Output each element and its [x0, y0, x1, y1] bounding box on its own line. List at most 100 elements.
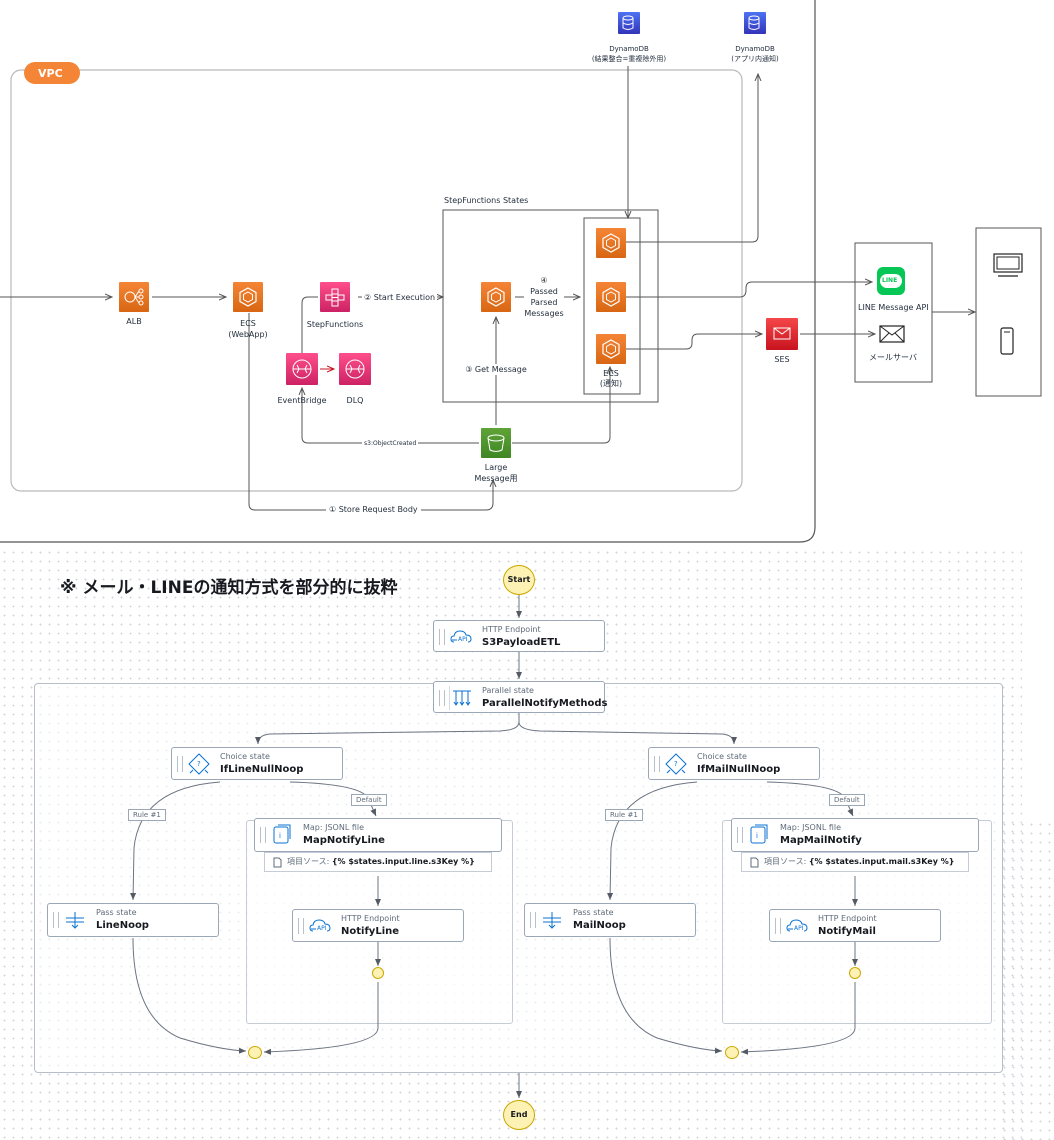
map-mail-end-node	[849, 967, 861, 979]
drag-handle[interactable]	[177, 756, 183, 772]
dlq-icon	[339, 353, 371, 385]
svg-text:API: API	[794, 925, 804, 932]
http-endpoint-icon: API	[786, 919, 808, 932]
desktop-icon	[993, 253, 1023, 277]
state-name: NotifyLine	[341, 926, 400, 937]
drag-handle[interactable]	[439, 629, 445, 645]
state-type: Pass state	[96, 908, 137, 917]
pass-state-icon	[66, 912, 84, 929]
ecs-notify-label-1: ECS	[603, 369, 619, 378]
item-source-label: 項目ソース:	[287, 857, 330, 866]
drag-handle[interactable]	[654, 756, 660, 772]
line-logo-icon: LINE	[877, 267, 905, 295]
state-name: IfMailNullNoop	[697, 764, 781, 775]
file-icon	[750, 857, 759, 868]
ecs-task-icon	[481, 282, 511, 312]
state-type: Map: JSONL file	[780, 823, 842, 832]
workflow-heading: ※ メール・LINEの通知方式を部分的に抜粋	[60, 578, 398, 598]
ecs-notify-icon-2	[596, 282, 626, 312]
choice-state-icon: ?	[665, 753, 687, 775]
drag-handle[interactable]	[530, 912, 536, 928]
pass-state-icon	[543, 912, 561, 929]
get-message-label: ③ Get Message	[464, 364, 528, 375]
state-name: LineNoop	[96, 920, 149, 931]
architecture-lines	[0, 0, 1042, 543]
alb-icon	[119, 282, 149, 312]
ecs-webapp-label-1: ECS	[240, 319, 256, 328]
state-name: IfLineNullNoop	[220, 764, 304, 775]
ses-icon	[766, 318, 798, 350]
dynamodb-dedup-icon	[618, 12, 640, 34]
map-state-icon: i	[750, 824, 768, 844]
eventbridge-label: EventBridge	[277, 396, 327, 405]
alb-label: ALB	[126, 317, 142, 326]
state-type: HTTP Endpoint	[818, 914, 877, 923]
state-notifymail[interactable]: API HTTP Endpoint NotifyMail	[769, 909, 941, 942]
state-name: MapMailNotify	[780, 835, 862, 846]
passed-msg-2: Passed	[524, 286, 564, 297]
passed-msg-3: Parsed	[524, 297, 564, 308]
svg-text:i: i	[279, 832, 281, 840]
map-line-end-node	[372, 967, 384, 979]
state-iflinenullnoop[interactable]: ? Choice state IfLineNullNoop	[171, 747, 343, 780]
state-mapnotifyline[interactable]: i Map: JSONL file MapNotifyLine	[254, 818, 502, 852]
eventbridge-icon	[286, 353, 318, 385]
ecs-notify-icon-1	[596, 228, 626, 258]
svg-text:API: API	[458, 636, 468, 643]
passed-msg-4: Messages	[524, 309, 564, 318]
start-node[interactable]: Start	[503, 565, 535, 595]
item-source-label: 項目ソース:	[764, 857, 807, 866]
mobile-icon	[1000, 327, 1014, 355]
dynamo-app-1: DynamoDB	[735, 45, 775, 53]
end-node[interactable]: End	[503, 1100, 535, 1130]
large-message-2: Message用	[474, 474, 518, 483]
line-logo-text: LINE	[882, 277, 898, 284]
drag-handle[interactable]	[260, 827, 266, 843]
passed-msg-1: ④	[540, 276, 548, 285]
dlq-label: DLQ	[346, 396, 364, 405]
state-notifyline[interactable]: API HTTP Endpoint NotifyLine	[292, 909, 464, 942]
parallel-state-icon	[449, 686, 471, 710]
default-tag-line: Default	[351, 794, 387, 806]
state-type: Choice state	[697, 752, 747, 761]
drag-handle[interactable]	[737, 827, 743, 843]
dynamodb-app-icon	[744, 12, 766, 34]
state-type: HTTP Endpoint	[482, 625, 541, 634]
dynamo-dedup-1: DynamoDB	[609, 45, 649, 53]
state-type: Choice state	[220, 752, 270, 761]
state-parallelnotifymethods[interactable]: Parallel state ParallelNotifyMethods	[433, 681, 607, 713]
mail-icon	[879, 325, 905, 343]
drag-handle[interactable]	[298, 918, 304, 934]
state-s3payloadetl[interactable]: API HTTP Endpoint S3PayloadETL	[433, 620, 605, 652]
state-ifmailnullnoop[interactable]: ? Choice state IfMailNullNoop	[648, 747, 820, 780]
file-icon	[273, 857, 282, 868]
stepfunctions-label: StepFunctions	[306, 320, 364, 329]
item-source-mail: 項目ソース: {% $states.input.mail.s3Key %}	[741, 852, 969, 872]
rule-tag-mail: Rule #1	[605, 809, 643, 821]
sf-states-title: StepFunctions States	[444, 196, 529, 205]
state-type: Parallel state	[482, 686, 534, 695]
choice-state-icon: ?	[188, 753, 210, 775]
state-linenoop[interactable]: Pass state LineNoop	[47, 903, 219, 937]
drag-handle[interactable]	[53, 912, 59, 928]
vpc-label: VPC	[38, 67, 63, 80]
state-type: Pass state	[573, 908, 614, 917]
http-endpoint-icon: API	[450, 630, 472, 643]
item-source-line: 項目ソース: {% $states.input.line.s3Key %}	[264, 852, 492, 872]
ecs-notify-icon-3	[596, 334, 626, 364]
default-tag-mail: Default	[829, 794, 865, 806]
state-name: MailNoop	[573, 920, 626, 931]
state-name: S3PayloadETL	[482, 637, 561, 648]
s3-bucket-icon	[481, 428, 511, 458]
state-mailnoop[interactable]: Pass state MailNoop	[524, 903, 696, 937]
drag-handle[interactable]	[775, 918, 781, 934]
ecs-notify-label-2: (通知)	[599, 379, 623, 388]
state-mapmailnotify[interactable]: i Map: JSONL file MapMailNotify	[731, 818, 979, 852]
http-endpoint-icon: API	[309, 919, 331, 932]
svg-text:?: ?	[674, 760, 678, 768]
workflow-canvas-right	[1000, 820, 1054, 1140]
line-api-label: LINE Message API	[858, 303, 929, 312]
s3-created-label: s3:ObjectCreated	[362, 438, 419, 449]
drag-handle[interactable]	[439, 690, 445, 706]
state-type: HTTP Endpoint	[341, 914, 400, 923]
